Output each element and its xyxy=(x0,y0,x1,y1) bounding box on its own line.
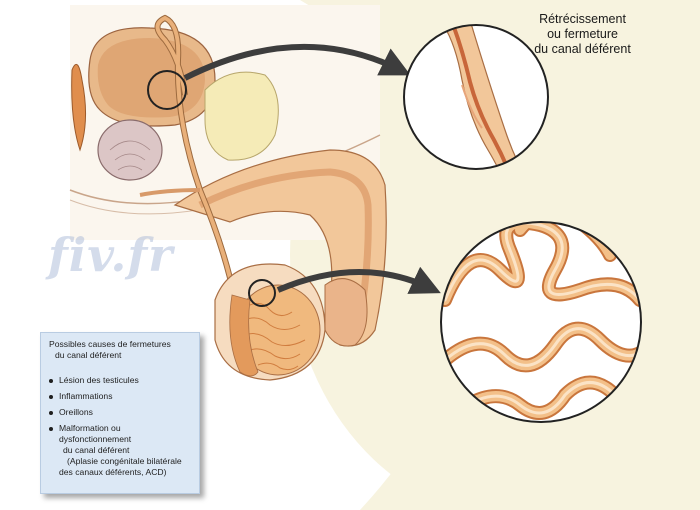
watermark-logo: fiv.fr xyxy=(48,228,174,282)
cause-item-label-cont: du canal déférent xyxy=(63,445,130,455)
pelvic-anatomy-illustration xyxy=(69,5,387,381)
zoom-caption-narrowing: Rétrécissement ou fermeture du canal déf… xyxy=(500,12,665,57)
causes-box: Possibles causes de fermetures du canal … xyxy=(40,332,200,494)
zoom-caption-line: du canal déférent xyxy=(534,42,631,56)
arrow-top xyxy=(183,43,411,81)
zoom-coiled-tubules xyxy=(440,221,642,423)
prostate xyxy=(97,119,163,181)
cause-item-label: Inflammations xyxy=(59,391,113,401)
cause-note-line: (Aplasie congénitale bilatérale xyxy=(67,456,182,466)
causes-title-line: du canal déférent xyxy=(55,350,122,360)
zoom-marker-bottom xyxy=(248,279,276,307)
arrow-bottom xyxy=(276,266,441,294)
pubic-bone xyxy=(204,71,279,161)
cause-item: Oreillons xyxy=(49,407,193,418)
cause-item-label: Oreillons xyxy=(59,407,93,417)
causes-box-title: Possibles causes de fermetures du canal … xyxy=(49,339,193,361)
causes-list: Lésion des testicules Inflammations Orei… xyxy=(49,375,193,478)
cause-item-label: Lésion des testicules xyxy=(59,375,139,385)
cause-item-label: Malformation ou dysfonctionnement xyxy=(59,423,132,444)
glans xyxy=(324,278,368,347)
cause-item: Inflammations xyxy=(49,391,193,402)
cause-item: Malformation ou dysfonctionnement du can… xyxy=(49,423,193,478)
zoom-caption-line: Rétrécissement xyxy=(539,12,626,26)
cause-item: Lésion des testicules xyxy=(49,375,193,386)
zoom-marker-top xyxy=(147,70,187,110)
zoom-narrowing-duct xyxy=(403,24,549,170)
causes-title-line: Possibles causes de fermetures xyxy=(49,339,171,349)
cause-item-note: (Aplasie congénitale bilatérale des cana… xyxy=(59,456,193,478)
epididymis xyxy=(229,294,259,377)
zoom-caption-line: ou fermeture xyxy=(547,27,618,41)
cause-note-line: des canaux déférents, ACD) xyxy=(59,467,167,477)
